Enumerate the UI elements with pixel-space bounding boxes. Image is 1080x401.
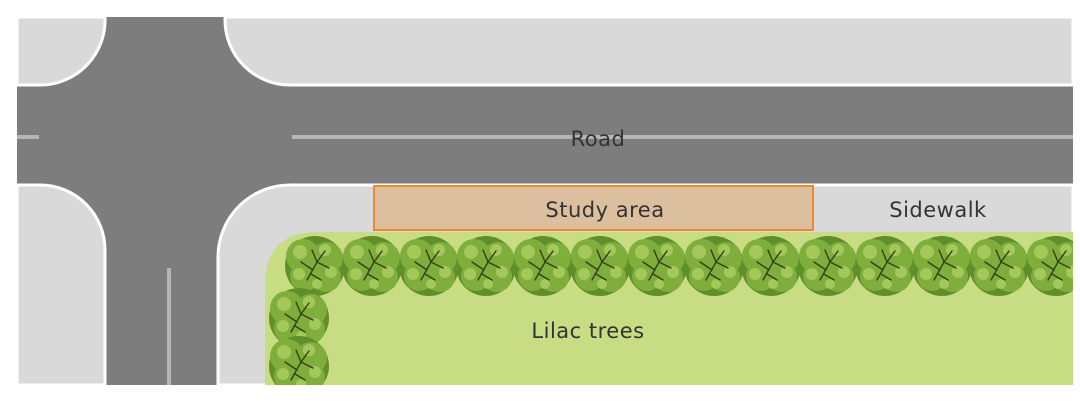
lilac-tree xyxy=(855,236,915,296)
lilac-tree xyxy=(741,236,801,296)
lilac-tree xyxy=(912,236,972,296)
lilac-tree xyxy=(627,236,687,296)
lilac-tree xyxy=(513,236,573,296)
sidewalk-top-left xyxy=(17,17,107,87)
lilac-tree xyxy=(1026,236,1073,296)
lilac-tree xyxy=(969,236,1029,296)
lane-marking-left xyxy=(17,135,39,139)
lilac-tree xyxy=(684,236,744,296)
lilac-tree xyxy=(399,236,459,296)
lilac-tree xyxy=(342,236,402,296)
study-area-label: Study area xyxy=(545,198,664,222)
study-area-box xyxy=(373,185,814,231)
sidewalk-label: Sidewalk xyxy=(889,198,987,222)
lilac-tree xyxy=(269,336,329,385)
sidewalk-bottom-left xyxy=(17,183,107,385)
lilac-tree xyxy=(456,236,516,296)
lane-marking-center xyxy=(292,135,1073,139)
lilac-tree-row xyxy=(269,236,1073,385)
road-label: Road xyxy=(571,127,626,151)
lilac-tree xyxy=(570,236,630,296)
lane-marking-vertical xyxy=(167,268,171,385)
lilac-tree xyxy=(285,236,345,296)
lilac-tree xyxy=(798,236,858,296)
sidewalk-top-right xyxy=(223,17,1073,87)
lilac-trees-label: Lilac trees xyxy=(531,319,644,343)
